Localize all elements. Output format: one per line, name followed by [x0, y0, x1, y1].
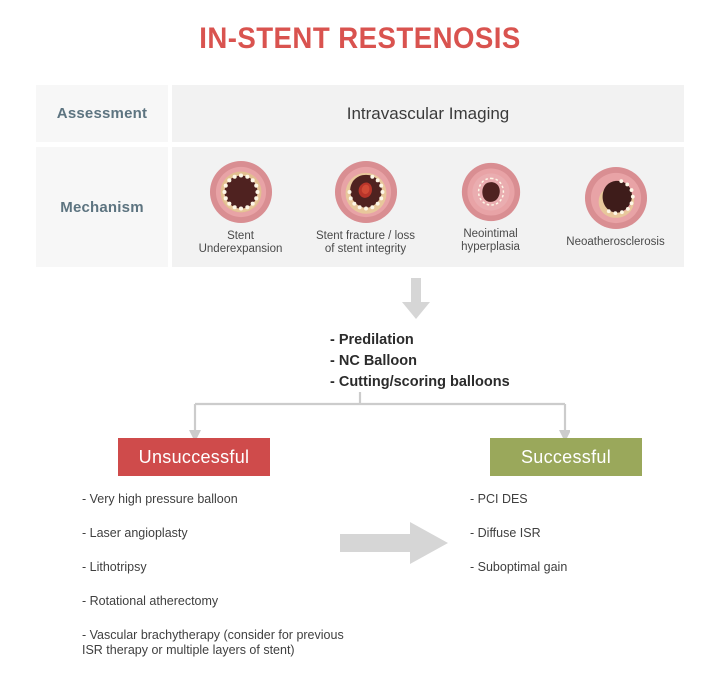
outcome-label: Unsuccessful	[138, 446, 250, 467]
row-label-assessment: Assessment	[36, 85, 168, 142]
list-item: - Diffuse ISR	[470, 526, 541, 540]
treatment-line: - Predilation	[330, 332, 414, 348]
flow-arrow-right-icon	[340, 522, 448, 564]
assessment-mechanism-table: Assessment Intravascular Imaging Mechani…	[36, 85, 684, 272]
branch-connector	[189, 392, 570, 442]
mechanism-item-stent-fracture: Stent fracture / loss of stent integrity	[306, 159, 426, 256]
outcome-box-unsuccessful[interactable]: Unsuccessful	[118, 438, 270, 476]
mechanism-items: Stent Underexpansion	[172, 147, 684, 267]
list-item: - Very high pressure balloon	[82, 492, 238, 506]
successful-options-list: - PCI DES - Diffuse ISR - Suboptimal gai…	[470, 492, 680, 594]
vessel-stent-underexpansion-icon	[209, 160, 272, 223]
treatment-steps: - Predilation - NC Balloon - Cutting/sco…	[330, 330, 650, 393]
list-item: - Laser angioplasty	[82, 526, 188, 540]
vessel-stent-fracture-icon	[334, 160, 397, 223]
outcome-label: Successful	[520, 446, 612, 467]
mechanism-item-neoatherosclerosis: Neoatherosclerosis	[556, 165, 676, 249]
mechanism-caption: Neoatherosclerosis	[566, 236, 665, 248]
outcome-box-successful[interactable]: Successful	[490, 438, 642, 476]
unsuccessful-options-list: - Very high pressure balloon - Laser ang…	[82, 492, 382, 677]
list-item: - Lithotripsy	[82, 560, 147, 574]
mechanism-item-stent-underexpansion: Stent Underexpansion	[181, 159, 301, 256]
row-label-mechanism: Mechanism	[36, 147, 168, 267]
list-item: - Rotational atherectomy	[82, 594, 219, 608]
mechanism-caption: Stent Underexpansion	[198, 229, 283, 255]
mechanism-caption: Stent fracture / loss of stent integrity	[315, 229, 416, 255]
list-item: - PCI DES	[470, 492, 528, 506]
flow-arrow-down-icon	[402, 278, 430, 319]
treatment-line: - NC Balloon	[330, 353, 417, 369]
mechanism-item-neointimal-hyperplasia: Neointimal hyperplasia	[431, 161, 551, 254]
mechanism-caption: Neointimal hyperplasia	[461, 227, 520, 253]
vessel-neoatherosclerosis-icon	[584, 166, 647, 230]
list-item: - Suboptimal gain	[470, 560, 568, 574]
vessel-neointimal-hyperplasia-icon	[461, 162, 520, 221]
list-item: - Vascular brachytherapy (consider for p…	[82, 628, 344, 657]
page-title: IN-STENT RESTENOSIS	[199, 22, 521, 55]
row-value-assessment: Intravascular Imaging	[172, 85, 684, 142]
table-row-assessment: Assessment Intravascular Imaging	[36, 85, 684, 142]
table-row-mechanism: Mechanism	[36, 147, 684, 267]
treatment-line: - Cutting/scoring balloons	[330, 374, 510, 390]
